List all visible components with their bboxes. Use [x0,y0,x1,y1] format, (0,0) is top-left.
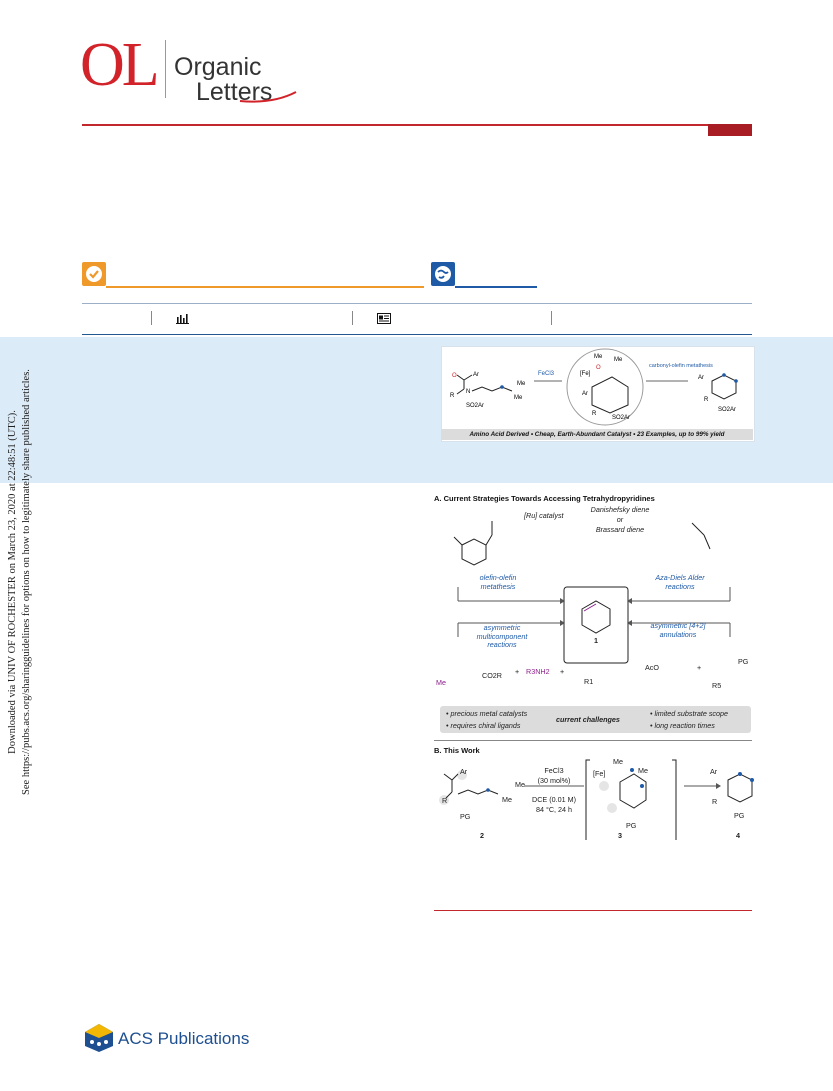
scheme-b-me-3: Me [613,757,623,766]
scheme-b-pg-2: PG [626,821,637,830]
journal-name-line2: Letters [196,78,273,106]
scheme-b-pg: PG [460,812,471,821]
toc-me-label: Me [517,381,526,387]
journal-name-line1: Organic [174,53,262,81]
condition-4: 84 °C, 24 h [535,805,573,814]
scheme-b-pg-3: PG [734,811,745,820]
scheme-b-me-2: Me [502,795,512,804]
toc-so2ar-label-2: SO2Ar [612,415,630,421]
toc-o-label-2: O [596,365,601,371]
condition-3: DCE (0.01 M) [532,795,576,804]
multicomponent: asymmetric multicomponent reactions [476,623,528,650]
toc-r-label-3: R [704,397,709,403]
toc-scheme: O Ar R N SO2Ar Me Me FeCl3 [Fe] O Me Me … [450,348,738,426]
annulations: asymmetric [4+2] annulations [650,621,706,639]
badge-rule-blue [455,286,537,288]
reagent-r1: R1 [584,677,594,686]
header-tab [708,124,752,136]
reagent-me: Me [436,678,446,687]
acs-hexagon-icon [85,1024,113,1052]
scheme-divider [434,740,752,741]
scheme-b-structures [439,759,754,840]
toc-caption: Amino Acid Derived • Cheap, Earth-Abunda… [469,431,725,438]
scheme-a-structures [453,521,731,664]
reagent-r5: R5 [712,681,722,690]
globe-icon[interactable] [431,262,455,286]
article-icon[interactable] [377,313,391,324]
diene-2: Brassard diene [595,525,645,534]
compound-3: 3 [618,831,622,840]
toc-r-label-2: R [592,411,597,417]
badge-rule-orange [106,286,424,288]
olefin-metathesis: olefin-olefin metathesis [479,573,517,591]
condition-1: FeCl3 [544,766,564,775]
publisher-name: ACS Publications [118,1029,250,1048]
toc-ar-label-2: Ar [582,391,588,397]
ru-catalyst: [Ru] catalyst [524,511,564,520]
toc-reagent: FeCl3 [538,371,555,377]
scheme-b-r: R [442,796,448,805]
compound-2: 2 [480,831,484,840]
challenge-left-1: • precious metal catalysts [446,709,528,718]
download-note-line1: Downloaded via UNIV OF ROCHESTER on Marc… [7,410,18,754]
reagent-pg: PG [738,657,749,666]
toc-step2: carbonyl-olefin metathesis [649,363,713,369]
reagent-amine: R3NH2 [526,667,550,676]
logo-swoosh [239,91,297,103]
toc-fe-label: [Fe] [580,371,591,377]
scheme-b-ar-2: Ar [710,767,718,776]
plus-2: + [560,667,565,676]
reagent-acetoxy: AcO [645,663,659,672]
download-note-line2: See https://pubs.acs.org/sharingguidelin… [21,369,32,795]
toc-r-label: R [450,393,455,399]
toc-so2ar-label-3: SO2Ar [718,407,736,413]
aza-diels-alder: Aza-Diels Alder reactions [655,573,705,591]
challenges-title: current challenges [556,715,620,724]
scheme-b-me-4: Me [638,766,648,775]
diene-or: or [616,515,624,524]
challenge-right-1: • limited substrate scope [650,709,729,718]
journal-logo-letters: OL [80,31,160,99]
metrics-bottom-rule [82,334,752,335]
challenge-right-2: • long reaction times [650,721,715,730]
toc-me-label-4: Me [614,357,623,363]
scheme-section-a: A. Current Strategies Towards Accessing … [434,494,655,503]
condition-2: (30 mol%) [537,776,571,785]
toc-n-label: N [466,389,470,395]
metrics-separator [551,311,552,325]
scheme-section-b: B. This Work [434,746,480,755]
toc-graphic: O Ar R N SO2Ar Me Me FeCl3 [Fe] O Me Me … [441,346,755,442]
plus-3: + [697,663,702,672]
compound-1: 1 [594,636,598,645]
plus-1: + [515,667,520,676]
check-circle-icon[interactable] [82,262,106,286]
challenges-box [440,706,751,733]
bar-chart-icon[interactable] [176,313,190,324]
challenge-left-2: • requires chiral ligands [446,721,521,730]
download-note: Downloaded via UNIV OF ROCHESTER on Marc… [6,322,34,842]
metrics-separator [151,311,152,325]
toc-banner [441,429,753,440]
toc-me-label-2: Me [514,395,523,401]
metrics-top-rule [82,303,752,304]
metrics-separator [352,311,353,325]
reagent-ester: CO2R [482,671,502,680]
toc-o-label: O [452,373,457,379]
logo-divider [165,40,166,98]
scheme-b-me: Me [515,780,525,789]
scheme-b-fe: [Fe] [593,769,606,778]
compound-4: 4 [736,831,740,840]
scheme-b-ar: Ar [460,767,468,776]
header-rule [82,124,752,126]
toc-ar-label-3: Ar [698,375,704,381]
toc-me-label-3: Me [594,354,603,360]
scheme-bottom-rule [434,910,752,911]
toc-ar-label: Ar [473,372,479,378]
toc-so2ar-label: SO2Ar [466,403,484,409]
scheme-b-r-2: R [712,797,718,806]
diene-1: Danishefsky diene [590,505,650,514]
